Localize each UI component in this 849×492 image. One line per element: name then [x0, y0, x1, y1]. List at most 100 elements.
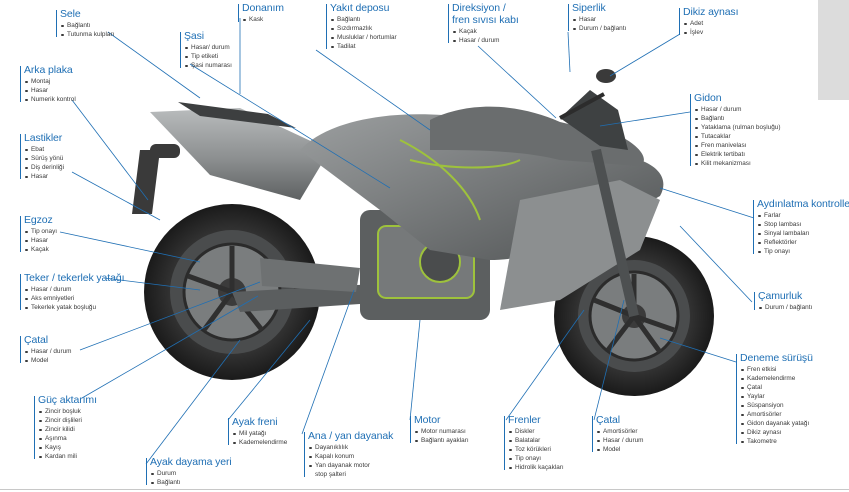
- callout-item: Hasar / durum: [452, 36, 519, 45]
- callout-arka-plaka: Arka plaka Montaj Hasar Numerik kontrol: [20, 64, 76, 104]
- callout-item: Diş derinliği: [24, 163, 64, 172]
- callout-title: Ana / yan dayanak: [308, 430, 394, 442]
- callout-title: Teker / tekerlek yatağı: [24, 272, 125, 284]
- callout-title: Çamurluk: [758, 290, 803, 302]
- callout-dikiz-aynasi: Dikiz aynası Adet İşlev: [679, 6, 739, 37]
- callout-aydinlatma: Aydınlatma kontrolleri Farlar Stop lamba…: [753, 198, 849, 256]
- callout-item: Yaylar: [740, 392, 813, 401]
- engine: [360, 210, 490, 320]
- callout-item: Hasar / durum: [694, 105, 780, 114]
- callout-guc-aktarimi: Güç aktarımı Zincir boşluk Zincir dişlil…: [34, 394, 97, 461]
- callout-item: Fren etkisi: [740, 365, 813, 374]
- callout-item: Stop lambası: [757, 220, 849, 229]
- callout-camurluk: Çamurluk Durum / bağlantı: [754, 290, 812, 312]
- callout-item: Fren manivelası: [694, 141, 780, 150]
- callout-item: Mil yatağı: [232, 429, 287, 438]
- callout-title: Çatal: [24, 334, 49, 346]
- callout-sasi: Şasi Hasar/ durum Tip etiketi Şasi numar…: [180, 30, 232, 70]
- callout-dayanak: Ana / yan dayanak Dayanıklılık Kapalı ko…: [304, 430, 394, 479]
- callout-item: Kademelendirme: [740, 374, 813, 383]
- callout-title: Dikiz aynası: [683, 6, 739, 18]
- callout-title: Aydınlatma kontrolleri: [757, 198, 849, 210]
- callout-item: Tutacaklar: [694, 132, 780, 141]
- callout-teker: Teker / tekerlek yatağı Hasar / durum Ak…: [20, 272, 125, 312]
- callout-item: Tutunma kulpları: [60, 30, 114, 39]
- callout-ayak-dayama: Ayak dayama yeri Durum Bağlantı: [146, 456, 232, 487]
- callout-title: Frenler: [508, 414, 541, 426]
- bottom-rule: [0, 489, 849, 490]
- callout-item: Kayış: [38, 443, 97, 452]
- callout-item: Adet: [683, 19, 738, 28]
- callout-item: Ebat: [24, 145, 64, 154]
- callout-sele: Sele Bağlantı Tutunma kulpları: [56, 8, 114, 39]
- callout-item: Gidon dayanak yatağı: [740, 419, 813, 428]
- callout-donanim: Donanım Kask: [238, 2, 284, 24]
- callout-title: Yakıt deposu: [330, 2, 390, 14]
- callout-item: Şasi numarası: [184, 61, 232, 70]
- callout-title: Sele: [60, 8, 81, 20]
- callout-item: Hasar/ durum: [184, 43, 232, 52]
- callout-item: Bağlantı: [330, 15, 397, 24]
- rear-wheel: [144, 204, 320, 380]
- callout-title: Gidon: [694, 92, 722, 104]
- callout-item: Bağlantı: [60, 21, 114, 30]
- callout-item: Durum / bağlantı: [758, 303, 812, 312]
- callout-item: Hasar: [24, 86, 76, 95]
- callout-title: Direksiyon / fren sıvısı kabı: [452, 2, 519, 26]
- callout-item: Balatalar: [508, 436, 564, 445]
- callout-item: Kask: [242, 15, 284, 24]
- callout-item: Montaj: [24, 77, 76, 86]
- callout-title: Egzoz: [24, 214, 53, 226]
- callout-item: Musluklar / hortumlar: [330, 33, 397, 42]
- callout-item: Aşınma: [38, 434, 97, 443]
- callout-item: Amortisörler: [740, 410, 813, 419]
- callout-item: Bağlantı ayakları: [414, 436, 469, 445]
- callout-item: Model: [24, 356, 72, 365]
- callout-title: Deneme sürüşü: [740, 352, 813, 364]
- callout-item: Tip etiketi: [184, 52, 232, 61]
- callout-item: Süspansiyon: [740, 401, 813, 410]
- callout-item: Hasar: [24, 172, 64, 181]
- callout-frenler: Frenler Diskler Balatalar Toz körükleri …: [504, 414, 564, 472]
- callout-title: Siperlik: [572, 2, 606, 14]
- callout-item: Tadilat: [330, 42, 397, 51]
- callout-item: Kaçak: [452, 27, 519, 36]
- callout-item: Aks emniyetleri: [24, 294, 124, 303]
- callout-direksiyon: Direksiyon / fren sıvısı kabı Kaçak Hasa…: [448, 2, 519, 45]
- callout-deneme-surusu: Deneme sürüşü Fren etkisi Kademelendirme…: [736, 352, 813, 446]
- callout-item: Zincir kilidi: [38, 425, 97, 434]
- callout-item: Hasar: [24, 236, 57, 245]
- callout-title: Güç aktarımı: [38, 394, 97, 406]
- callout-item: Durum: [150, 469, 232, 478]
- callout-item: Hasar: [572, 15, 626, 24]
- callout-item: Tip onayı: [508, 454, 564, 463]
- callout-item: Hasar / durum: [24, 347, 72, 356]
- callout-ayak-freni: Ayak freni Mil yatağı Kademelendirme: [228, 416, 287, 447]
- callout-item: Tekerlek yatak boşluğu: [24, 303, 124, 312]
- callout-title: Ayak dayama yeri: [150, 456, 232, 468]
- callout-title: Şasi: [184, 30, 205, 42]
- callout-item: Dayanıklılık: [308, 443, 393, 452]
- callout-item: Bağlantı: [150, 478, 232, 487]
- callout-item: Kademelendirme: [232, 438, 287, 447]
- callout-egzoz: Egzoz Tip onayı Hasar Kaçak: [20, 214, 57, 254]
- callout-item: Kilit mekanizması: [694, 159, 780, 168]
- callout-item: Elektrik tertibatı: [694, 150, 780, 159]
- callout-catal-right: Çatal Amortisörler Hasar / durum Model: [592, 414, 644, 454]
- callout-item: Motor numarası: [414, 427, 469, 436]
- callout-item: Kaçak: [24, 245, 57, 254]
- callout-catal-left: Çatal Hasar / durum Model: [20, 334, 72, 365]
- callout-title: Çatal: [596, 414, 621, 426]
- front-wheel: [554, 236, 714, 396]
- callout-item: Tip onayı: [757, 247, 849, 256]
- callout-item: İşlev: [683, 28, 738, 37]
- callout-item: Toz körükleri: [508, 445, 564, 454]
- callout-item: Sinyal lambaları: [757, 229, 849, 238]
- callout-item: Amortisörler: [596, 427, 644, 436]
- callout-title: Motor: [414, 414, 441, 426]
- callout-item: Numerik kontrol: [24, 95, 76, 104]
- callout-item: Sızdırmazlık: [330, 24, 397, 33]
- callout-item: Dikiz aynası: [740, 428, 813, 437]
- callout-title: Lastikler: [24, 132, 63, 144]
- callout-item: Yan dayanak motor stop şalteri: [308, 461, 383, 479]
